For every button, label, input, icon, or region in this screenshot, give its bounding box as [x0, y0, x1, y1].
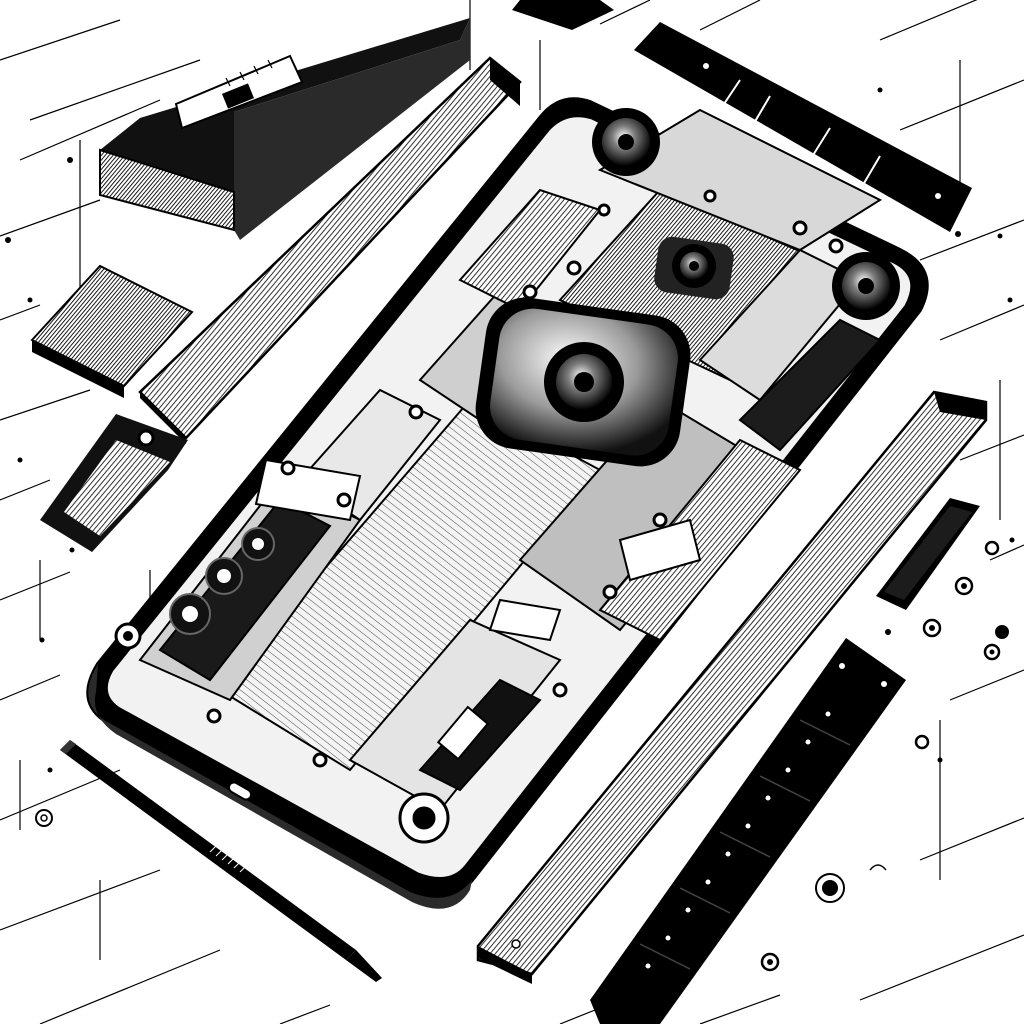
main-camera-module	[475, 297, 691, 467]
screw-icon	[114, 189, 844, 844]
rail-top-right	[634, 22, 972, 232]
block-top-center	[512, 0, 614, 30]
block-left-small	[30, 264, 194, 398]
background-dots	[5, 87, 1015, 773]
bolts-right	[35, 540, 1009, 972]
ruler-bottom-right	[590, 638, 906, 1024]
lens-cluster-left	[169, 527, 275, 635]
pencil-icon	[60, 740, 382, 982]
block-right-small	[876, 498, 980, 610]
block-top-long-bar	[138, 56, 522, 444]
secondary-cameras	[592, 108, 900, 320]
ruler-right-long	[476, 390, 988, 984]
smartphone-icon	[86, 97, 929, 909]
block-left-bracket	[40, 414, 188, 552]
block-top-left-l	[99, 18, 470, 240]
